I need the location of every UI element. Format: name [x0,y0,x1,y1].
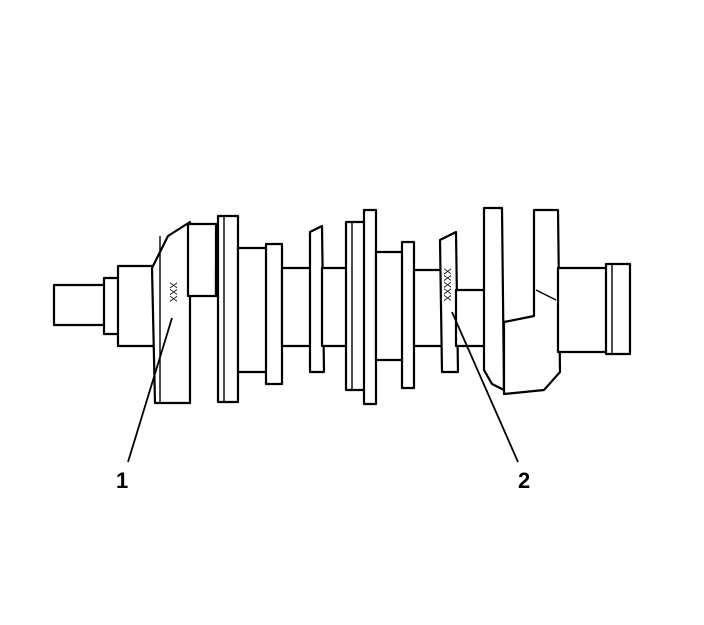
callout-1-leader [127,317,173,463]
crankshaft-counterweight-4 [502,208,562,396]
crankshaft-snout [52,283,112,327]
crankshaft-rear-flange [556,266,610,354]
crankshaft-web-2 [216,214,240,404]
callout-1-label: 1 [116,468,128,493]
crankshaft-rear-flange-rim [604,262,632,356]
crankshaft-pin-3 [374,250,406,362]
crankshaft-counterweight-1 [150,220,192,405]
crankshaft-main-journal-2 [236,246,270,374]
crankshaft-pin-4 [454,288,488,348]
callout-2-leader [451,311,519,463]
crankshaft-web-3 [264,242,284,386]
crankshaft-web-4 [400,240,416,390]
crankshaft-pin-1 [186,222,218,298]
crankshaft-counterweight-2 [308,224,326,374]
callout-2-label: 2 [518,468,530,493]
crankshaft-center-web-b [362,208,378,406]
crankshaft-counterweight-3 [482,206,506,392]
crankshaft-front-journal [116,264,158,348]
crankshaft-main-journal-4 [412,268,446,348]
front-marking-text: XXX [167,282,178,302]
crankshaft-web-5 [438,230,460,374]
rear-marking-text: XXXXX [441,268,452,302]
